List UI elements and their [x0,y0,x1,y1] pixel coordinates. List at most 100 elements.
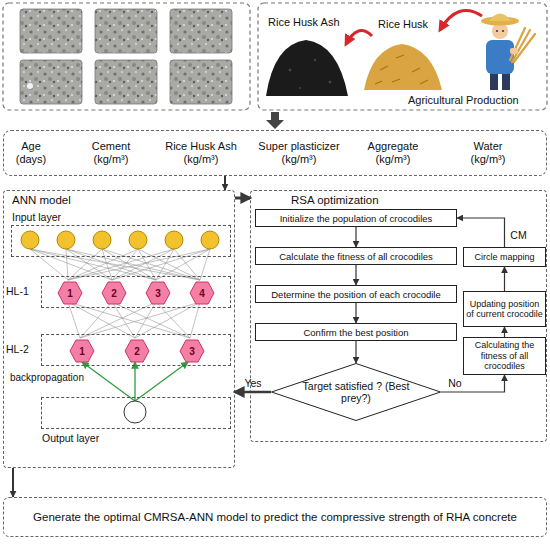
rice-stalk [510,28,525,60]
hidden-neuron: 2 [125,340,149,362]
layer-label: Input layer [12,211,61,223]
husk-grain [396,55,404,58]
input-neurons [21,231,219,249]
process-box: Calculating the fitness of all crocodile… [463,337,546,375]
edge-label: No [448,377,461,389]
ash-speckle [299,87,301,89]
illustration-label: Rice Husk [378,18,428,30]
flow-connector [12,468,14,497]
model-panel: ANN modelInput layerHL-1 1 2 3 4HL-2 1 2 3Outpu… [3,190,235,468]
input-variable: Water (kg/m³) [459,140,517,166]
hidden-neuron: 3 [180,340,204,362]
flow-arrow [266,112,284,129]
input-variable: Age (days) [11,140,51,166]
farmer-eye [502,30,504,32]
ash-speckle [314,59,316,61]
node-text: Confirm the best position [303,327,408,338]
network-layer: Input layer [11,225,231,257]
ash-speckle [289,69,292,72]
flow-connector [355,341,356,363]
flow-connector [224,176,226,190]
process-box: Confirm the best position [255,323,457,341]
edge-label: CM [510,229,526,241]
husk-grain [375,81,382,84]
node-text: 2 [134,346,140,357]
hidden-neuron: 3 [146,282,170,304]
node-text: Calculating the fitness of all crocodile… [466,340,543,372]
edge-label: Yes [244,377,261,389]
ash-speckles [289,59,332,89]
input-neuron [21,231,39,249]
hidden-neuron: 1 [58,282,82,304]
diamond-shape [272,364,441,421]
process-box: Updating position of current crocodile [463,291,546,327]
input-neuron [129,231,147,249]
result-box: Generate the optimal CMRSA-ANN model to … [3,497,547,537]
rice-bundle [510,28,535,62]
decision-diamond: Target satisfied ? (Best prey?) [271,363,441,421]
concrete-cylinder [20,60,82,104]
husk-texture [375,55,428,84]
material-panel [258,3,547,110]
illustration-label: backpropagation [10,372,84,383]
farmer-eye [496,30,498,32]
husk-grain [392,79,400,82]
panel-title: ANN model [12,194,71,206]
input-neuron [201,231,219,249]
node-text: Circle mapping [474,252,534,263]
rice-husk-pile [364,44,442,90]
flow-connector [441,375,505,392]
rice-stalk [514,34,535,62]
backprop-arrow [134,362,135,401]
input-variable: Rice Husk Ash (kg/m³) [155,140,247,166]
hexagon-shape [190,282,214,304]
concrete-cylinder [170,60,232,104]
process-box: Circle mapping [463,247,546,267]
network-layer: Output layer [41,397,231,429]
backprop-arrows [82,362,188,401]
farmer-shirt [486,40,514,74]
backprop-arrow [135,362,188,401]
concrete-cylinder [95,60,157,104]
node-text: 3 [189,346,195,357]
layer-label: HL-1 [6,285,29,297]
flow-connector [355,265,356,285]
node-text: 4 [199,288,205,299]
node-text: 2 [111,288,117,299]
backprop-arrow [82,362,135,401]
layer-label: HL-2 [6,343,29,355]
hexagon-shape [70,340,94,362]
husk-grain [412,68,420,72]
input-variable: Cement (kg/m³) [80,140,142,166]
hexagon-shape [146,282,170,304]
hidden-neuron: 1 [70,340,94,362]
process-box: Calculate the fitness of all crocodiles [255,247,457,265]
panel-title: RSA optimization [291,194,379,206]
specimen-panel [3,3,250,110]
hidden-neuron: 4 [190,282,214,304]
flow-connector [504,267,505,291]
cycle-arrow [346,31,372,44]
input-neuron [57,231,75,249]
flow-connector [355,303,356,323]
process-box: Determine the position of each crocodile [255,285,457,303]
concrete-cylinder [20,9,82,53]
farmer-figure [481,14,535,91]
output-neuron [124,401,146,423]
flow-connector [235,391,271,394]
illustration-label: Agricultural Production [408,94,519,106]
concrete-cylinder [95,9,157,53]
concrete-cylinders [20,9,232,104]
ash-speckle [329,81,332,84]
node-text: 1 [67,288,73,299]
network-layer: HL-2123 [41,334,231,366]
input-neuron [165,231,183,249]
hexagon-shape [58,282,82,304]
straw-hat-crown [489,14,511,22]
process-box: Initialize the population of crocodiles [255,209,457,227]
